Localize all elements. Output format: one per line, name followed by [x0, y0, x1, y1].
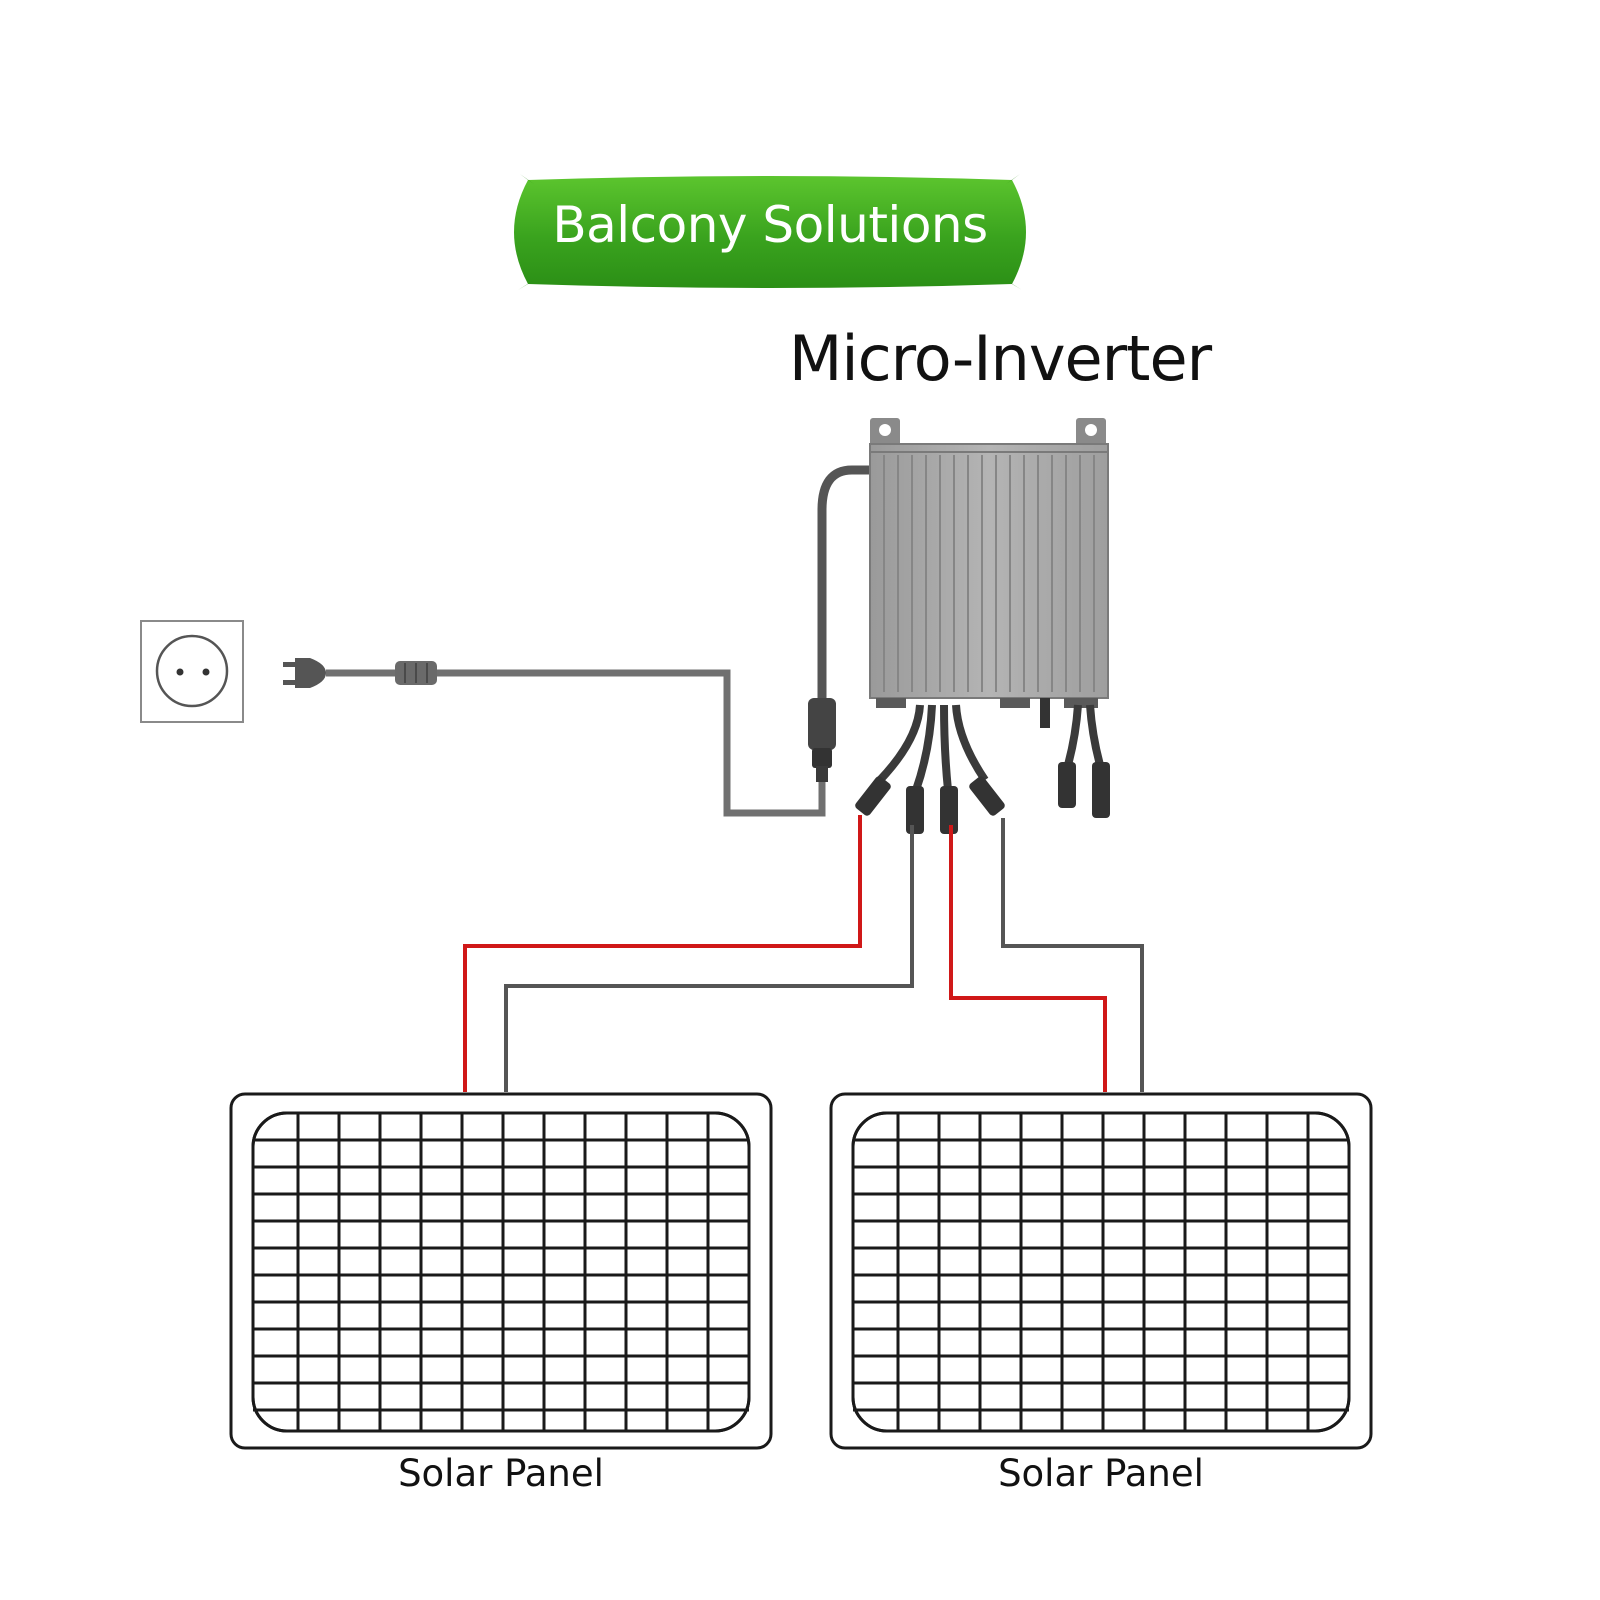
dc-cables: [877, 704, 1104, 792]
plug-icon: [283, 658, 326, 688]
wiring: [463, 815, 1144, 1092]
banner-ribbon: [514, 174, 1026, 290]
positive-wire-panel-2: [949, 825, 1107, 1092]
wall-socket-icon: [140, 620, 244, 723]
ac-output-cable: [808, 465, 872, 782]
mc4-connectors: [855, 762, 1110, 834]
negative-wire-panel-2: [1001, 818, 1144, 1092]
micro-inverter-icon: [869, 418, 1109, 728]
solar-panel-icon: [829, 1092, 1373, 1450]
micro-inverter-title: Micro-Inverter: [788, 322, 1212, 395]
banner-title: Balcony Solutions: [552, 196, 988, 254]
negative-wire-panel-1: [504, 825, 914, 1092]
panel-2-grid-rows: [853, 1138, 1349, 1412]
positive-wire-panel-1: [463, 815, 862, 1092]
ac-cable: [326, 661, 826, 817]
panel-1-grid-rows: [253, 1138, 749, 1412]
solar-panel-label: Solar Panel: [998, 1452, 1204, 1495]
solar-panel-label: Solar Panel: [398, 1452, 604, 1495]
solar-panel-icon: [229, 1092, 773, 1450]
